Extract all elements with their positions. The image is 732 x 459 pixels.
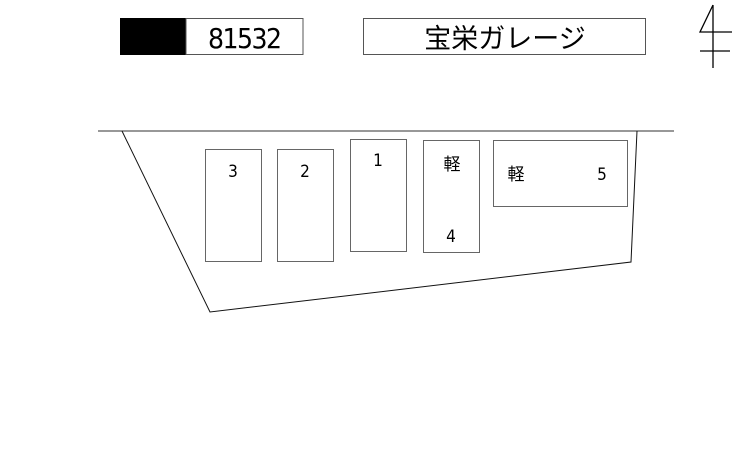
space-number: 5	[597, 165, 607, 185]
north-arrow-icon	[698, 4, 732, 68]
lot-boundary	[121, 130, 638, 313]
space-number: 1	[373, 151, 383, 171]
code-text: 81532	[208, 22, 282, 55]
parking-space-2: 2	[277, 149, 334, 262]
title-box	[363, 18, 646, 55]
code-box	[185, 18, 304, 55]
parking-space-5: 軽 5	[493, 140, 628, 207]
parking-space-1: 1	[350, 139, 407, 252]
kei-car-label: 軽	[444, 155, 461, 175]
space-number: 2	[300, 162, 310, 182]
parking-space-3: 3	[205, 149, 262, 262]
space-number: 4	[446, 227, 456, 247]
kei-car-label: 軽	[508, 165, 525, 185]
space-number: 3	[228, 162, 238, 182]
code-black-block	[120, 18, 186, 55]
title-text: 宝栄ガレージ	[424, 24, 585, 55]
parking-space-4: 軽 4	[423, 140, 480, 253]
